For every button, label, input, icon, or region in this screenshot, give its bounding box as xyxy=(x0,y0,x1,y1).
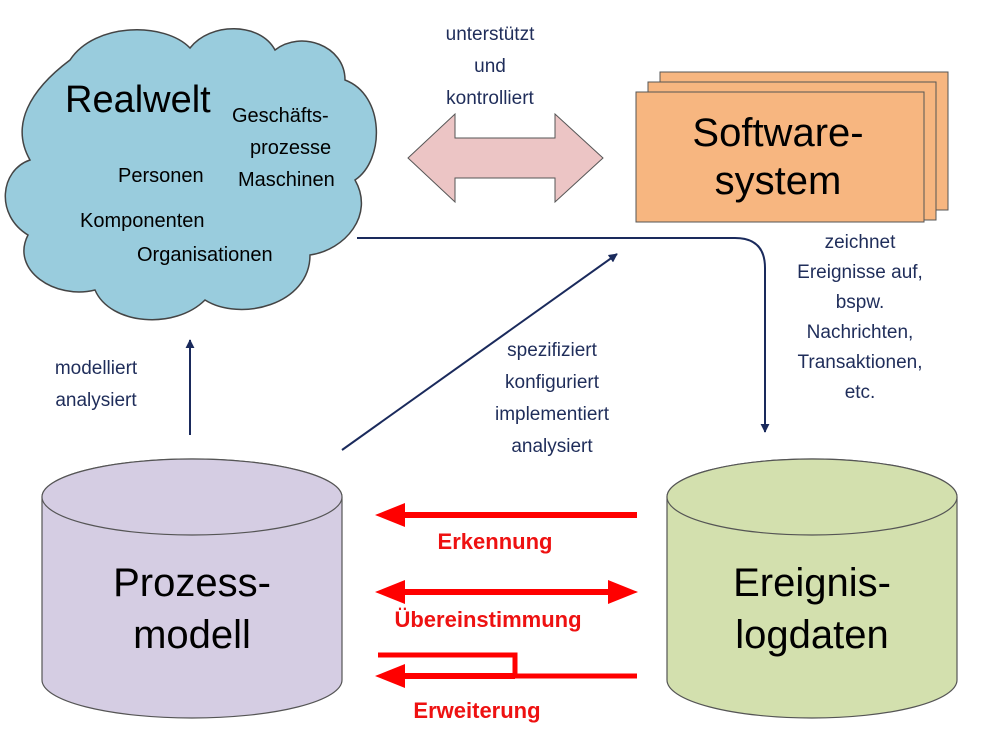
software-box-front xyxy=(635,91,925,223)
records-label-line-3: bspw. xyxy=(836,292,885,313)
process-model-top xyxy=(41,458,343,536)
records-label-line-1: zeichnet xyxy=(825,232,896,253)
support-label: unterstützt und kontrolliert xyxy=(446,24,535,109)
spec-label-line-2: konfiguriert xyxy=(505,372,600,393)
support-label-line-3: kontrolliert xyxy=(446,88,534,109)
process-model-line-1: Prozess- xyxy=(113,561,271,605)
conformance-arrow-head-left xyxy=(375,580,405,604)
realwelt-item-organisationen: Organisationen xyxy=(137,244,273,266)
realwelt-cloud: Realwelt Geschäfts- prozesse Personen Ma… xyxy=(4,28,377,321)
records-label-line-2: Ereignisse auf, xyxy=(797,262,923,283)
event-log-line-1: Ereignis- xyxy=(733,561,891,605)
model-label-line-1: modelliert xyxy=(55,358,138,379)
discovery-relation: Erkennung xyxy=(375,503,637,554)
spec-label-line-4: analysiert xyxy=(511,436,593,457)
software-line-1: Software- xyxy=(692,111,863,155)
discovery-arrow-head xyxy=(375,503,405,527)
process-model-cylinder: Prozess- modell xyxy=(41,458,343,719)
realwelt-item-personen: Personen xyxy=(118,165,204,187)
enhancement-label: Erweiterung xyxy=(413,698,540,723)
model-label-line-2: analysiert xyxy=(55,390,137,411)
spec-label: spezifiziert konfiguriert implementiert … xyxy=(495,340,610,457)
event-log-top xyxy=(666,458,958,536)
software-line-2: system xyxy=(715,159,842,203)
enhancement-relation: Erweiterung xyxy=(375,652,637,723)
records-label-line-6: etc. xyxy=(845,382,876,403)
records-label-line-4: Nachrichten, xyxy=(807,322,914,343)
realwelt-item-prozesse: prozesse xyxy=(250,137,331,159)
realwelt-item-geschaefts: Geschäfts- xyxy=(232,105,329,127)
spec-label-line-3: implementiert xyxy=(495,404,610,425)
records-label: zeichnet Ereignisse auf, bspw. Nachricht… xyxy=(797,232,923,403)
spec-label-line-1: spezifiziert xyxy=(507,340,597,361)
support-label-line-1: unterstützt xyxy=(446,24,535,45)
event-log-line-2: logdaten xyxy=(735,613,888,657)
spec-diagonal-arrow xyxy=(341,253,618,451)
cloud-shape xyxy=(4,28,377,321)
realwelt-title: Realwelt xyxy=(65,79,211,121)
realwelt-item-maschinen: Maschinen xyxy=(238,169,335,191)
model-label: modelliert analysiert xyxy=(55,358,138,411)
conformance-arrow-head-right xyxy=(608,580,638,604)
enhancement-arrow-head xyxy=(375,664,405,688)
conformance-label: Übereinstimmung xyxy=(394,607,581,632)
process-model-line-2: modell xyxy=(133,613,251,657)
enhancement-upper-path xyxy=(378,652,637,679)
conformance-relation: Übereinstimmung xyxy=(375,580,638,632)
software-system: Software- system xyxy=(635,71,949,223)
records-label-line-5: Transaktionen, xyxy=(798,352,923,373)
event-log-cylinder: Ereignis- logdaten xyxy=(666,458,958,719)
support-label-line-2: und xyxy=(474,56,506,77)
support-double-arrow xyxy=(407,112,604,204)
records-connector-arrow xyxy=(357,237,770,433)
realwelt-item-komponenten: Komponenten xyxy=(80,210,205,232)
discovery-label: Erkennung xyxy=(438,529,553,554)
